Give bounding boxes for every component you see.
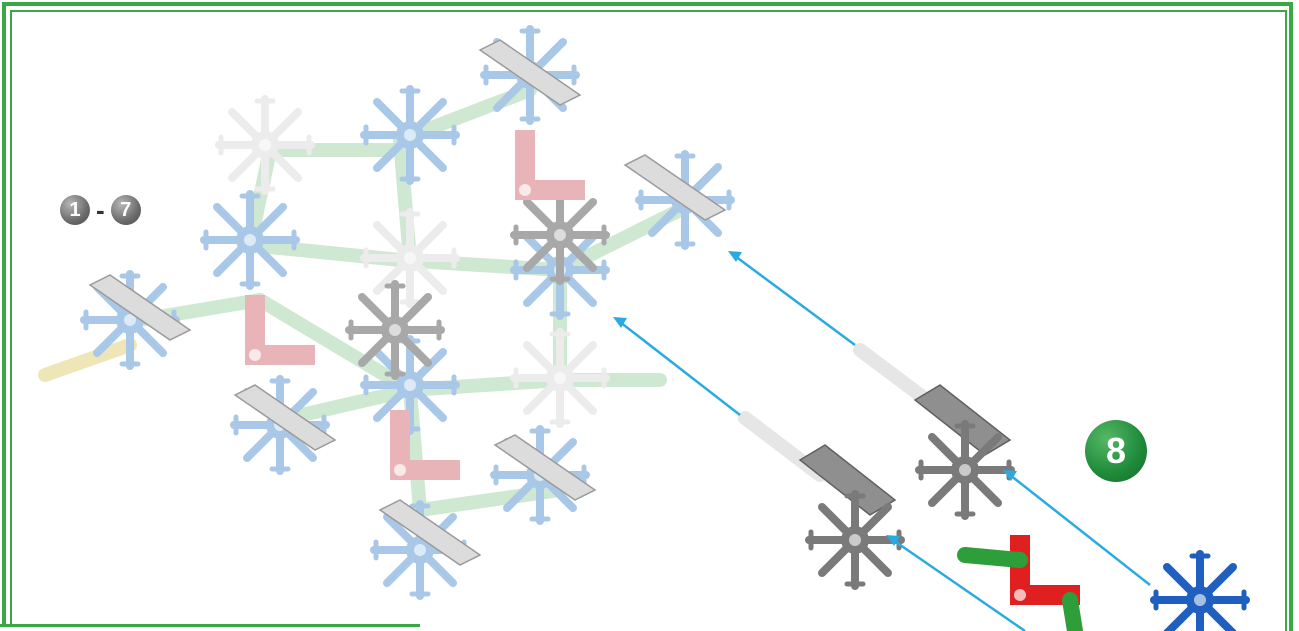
step-start-badge: 1 [60, 195, 90, 225]
tan-rod [38, 338, 137, 382]
current-step-badge: 8 [1085, 420, 1147, 482]
step-end-badge: 7 [110, 195, 141, 225]
step-range-separator: - [96, 195, 105, 225]
previous-steps-label: 1 - 7 [60, 195, 141, 225]
clip-plates [88, 39, 727, 566]
assembly-arrows [613, 251, 1151, 631]
page-border-inner [10, 10, 1287, 631]
colored-assembly [957, 535, 1246, 631]
bottom-border-tab [0, 624, 420, 631]
incoming-grey-plates [798, 384, 1012, 516]
